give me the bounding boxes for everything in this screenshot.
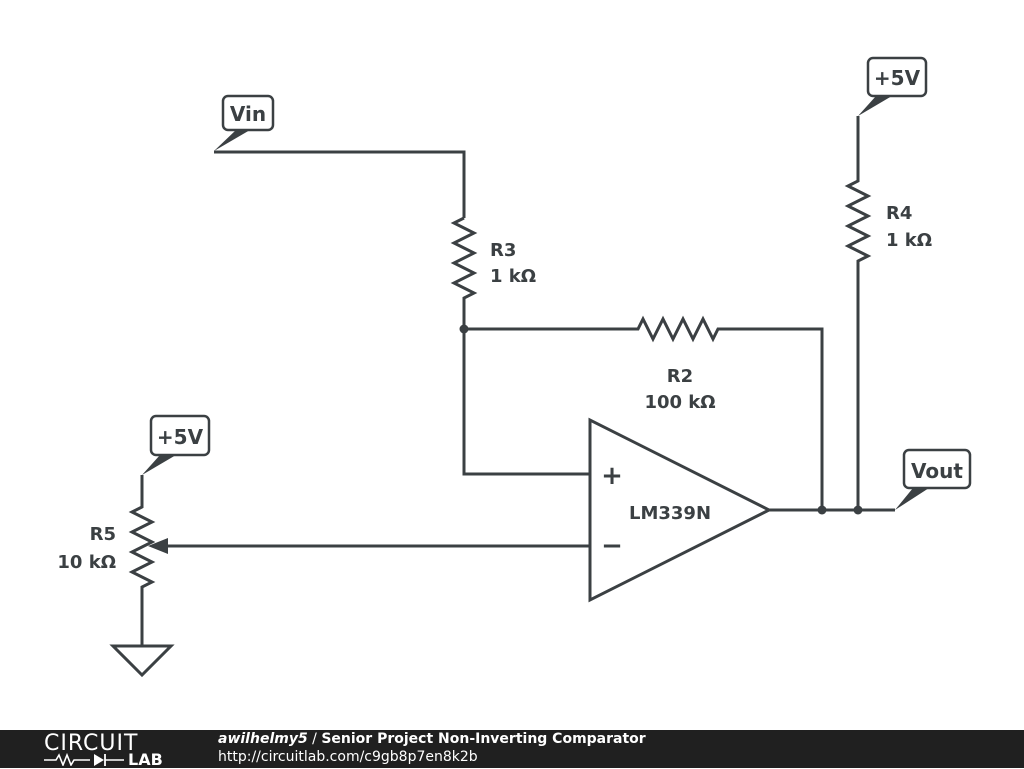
schematic-url-link[interactable]: http://circuitlab.com/c9gb8p7en8k2b — [218, 749, 478, 765]
plus-input-wire — [462, 329, 590, 476]
vout-label-box — [902, 448, 972, 490]
minus-symbol: − — [601, 531, 623, 561]
supply-left-label: +5V — [142, 414, 211, 475]
r5-value: 10 kΩ — [57, 552, 116, 573]
supply-left-pointer — [142, 455, 176, 475]
junction-node-output-r2 — [817, 505, 827, 515]
r3-value: 1 kΩ — [490, 266, 536, 287]
footer-bar: CIRCUIT LAB awilhelmy5 / Senior Project … — [0, 730, 1024, 769]
r3-resistor — [450, 216, 478, 329]
supply-left-box — [149, 414, 211, 457]
r4-value: 1 kΩ — [886, 230, 932, 251]
circuit-schematic: Vin R3 1 kΩ R2 100 kΩ + − LM339N Vout +5… — [57, 56, 972, 678]
circuitlab-logo-lab[interactable]: LAB — [128, 750, 163, 769]
vout-label: Vout — [911, 459, 963, 483]
r2-value: 100 kΩ — [644, 392, 715, 413]
vin-label: Vin — [230, 102, 266, 126]
supply-top-text: +5V — [874, 66, 921, 90]
supply-left-text: +5V — [157, 425, 204, 449]
r4-resistor — [844, 116, 872, 510]
plus-symbol: + — [601, 461, 623, 491]
ground-symbol — [109, 644, 175, 678]
circuitlab-logo-text[interactable]: CIRCUIT — [44, 731, 139, 756]
circuitlab-logo-icon[interactable] — [44, 752, 128, 766]
comparator-triangle — [588, 417, 773, 603]
r5-wiper-arrow — [148, 538, 168, 554]
vout-net-label: Vout — [895, 448, 972, 510]
r2-name: R2 — [667, 366, 693, 387]
r4-name: R4 — [886, 203, 912, 224]
vin-label-pointer — [214, 130, 250, 151]
r5-potentiometer — [128, 475, 156, 646]
title-separator: / — [307, 731, 322, 747]
r2-feedback-resistor — [464, 315, 824, 510]
opamp-name: LM339N — [629, 503, 711, 524]
supply-top-label: +5V — [858, 56, 928, 116]
vout-label-pointer — [895, 488, 929, 510]
supply-top-box — [866, 56, 928, 98]
vin-net-label: Vin — [214, 94, 275, 151]
author-link[interactable]: awilhelmy5 — [218, 731, 308, 747]
r3-name: R3 — [490, 240, 516, 261]
schematic-title: Senior Project Non-Inverting Comparator — [321, 731, 646, 747]
schematic-title-line: awilhelmy5 / Senior Project Non-Invertin… — [218, 731, 646, 747]
lm339n-comparator: + − LM339N — [588, 417, 773, 603]
r5-name: R5 — [90, 524, 116, 545]
vin-wire — [214, 150, 466, 218]
vin-label-box — [221, 94, 275, 132]
supply-top-pointer — [858, 96, 892, 116]
